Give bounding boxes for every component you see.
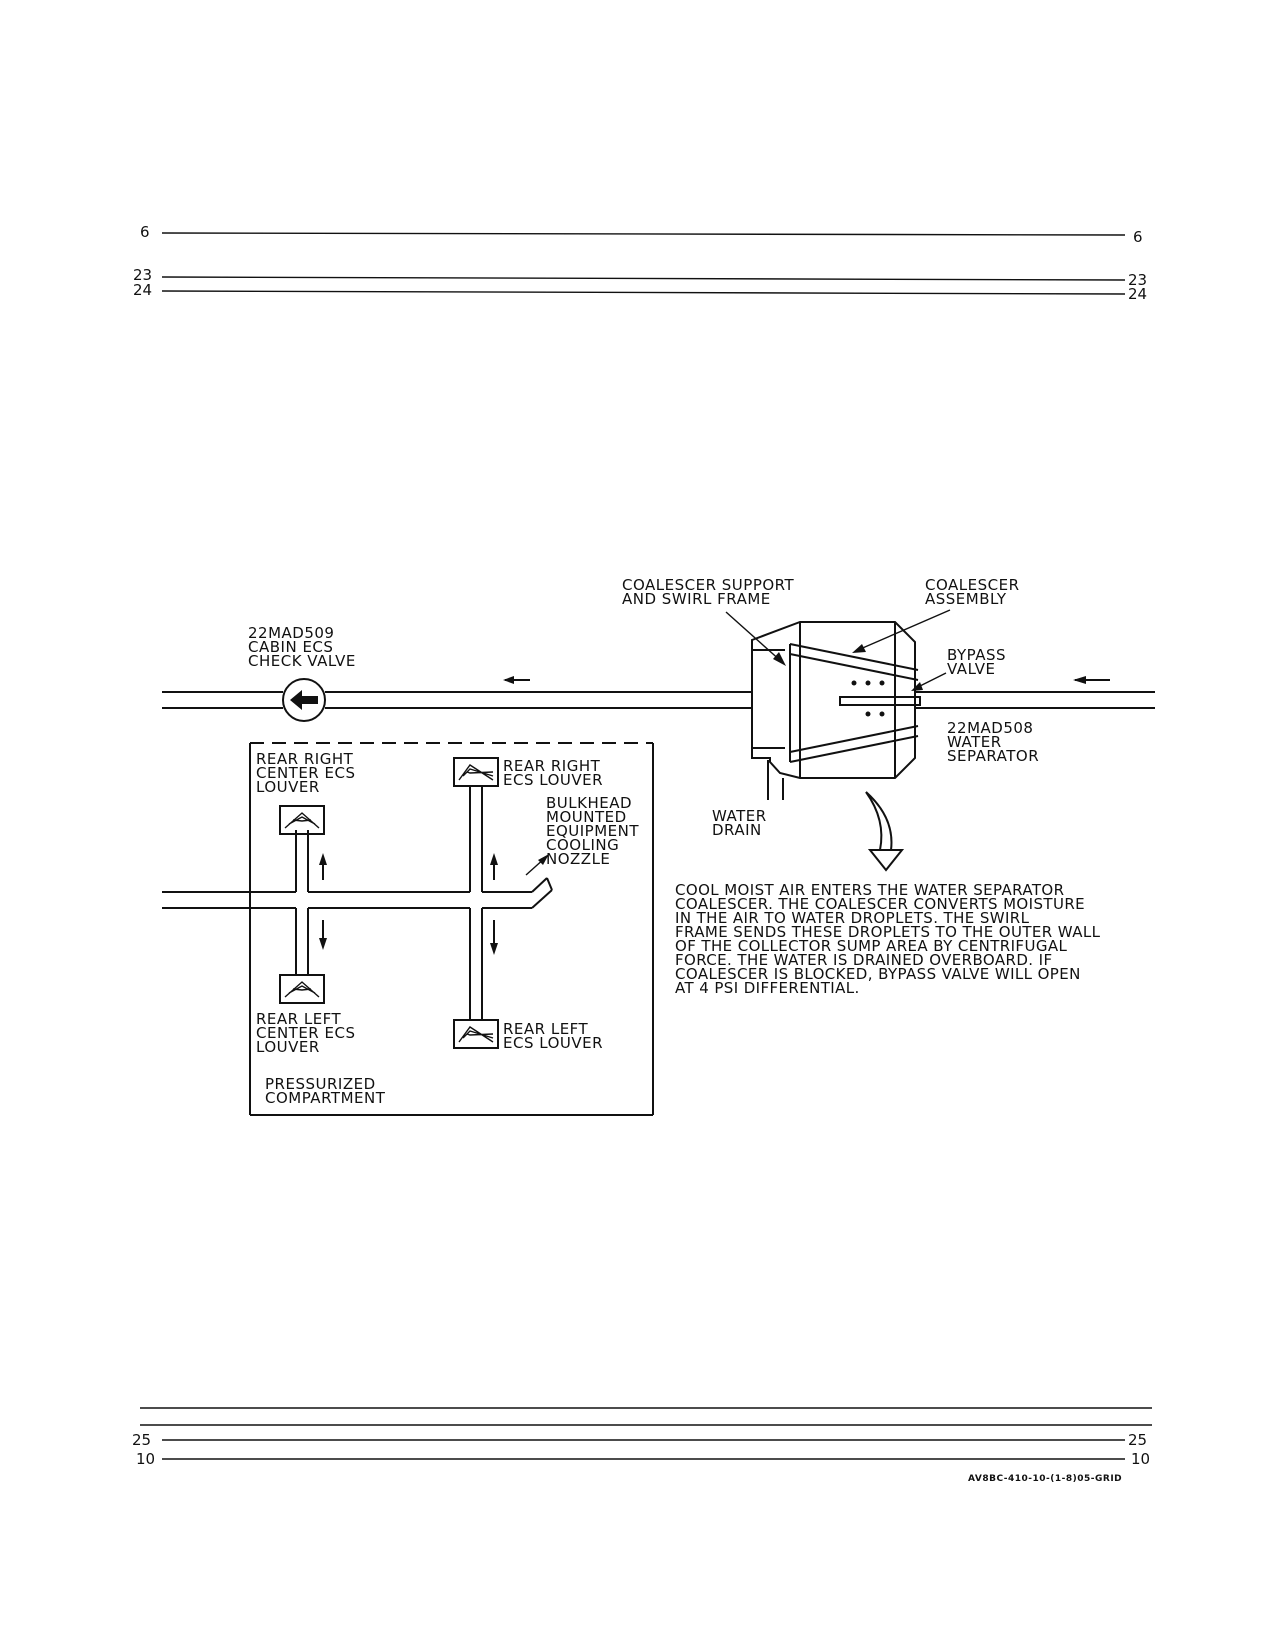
outer-louver-duct	[469, 786, 483, 1020]
rear-left-label: REAR LEFT ECS LOUVER	[503, 1020, 603, 1052]
rear-left-center-label-line-3: LOUVER	[256, 1038, 320, 1056]
coalescer-support-label-line-1: COALESCER SUPPORT	[622, 576, 795, 594]
rear-left-label-line-2: ECS LOUVER	[503, 1034, 603, 1052]
check-valve-label-line-3: CHECK VALVE	[248, 652, 356, 670]
bulkhead-label-line-3: EQUIPMENT	[546, 822, 639, 840]
coalescer-support-label: COALESCER SUPPORT AND SWIRL FRAME	[622, 576, 795, 608]
louver-rear-right-center	[279, 805, 325, 835]
grid-label-bottom-right-25: 25	[1128, 1431, 1147, 1449]
bypass-valve-label-line-1: BYPASS	[947, 646, 1006, 664]
grid-label-top-left-24: 24	[133, 281, 152, 299]
rear-left-center-label-line-1: REAR LEFT	[256, 1010, 342, 1028]
water-separator-label-line-3: SEPARATOR	[947, 747, 1039, 765]
pressurized-compartment-border	[249, 742, 654, 1116]
water-separator	[751, 621, 921, 800]
water-separator-label-line-1: 22MAD508	[947, 719, 1033, 737]
rear-right-center-label-line-3: LOUVER	[256, 778, 320, 796]
coalescer-support-label-line-2: AND SWIRL FRAME	[622, 590, 771, 608]
bypass-valve-label-line-2: VALVE	[947, 660, 996, 678]
water-drain-label-line-2: DRAIN	[712, 821, 762, 839]
water-separator-label: 22MAD508 WATER SEPARATOR	[947, 719, 1039, 765]
bulkhead-label-line-5: NOZZLE	[546, 850, 610, 868]
flow-arrows-vertical	[319, 853, 498, 955]
grid-label-top-right-24: 24	[1128, 285, 1147, 303]
bottom-grid-lines: 25 10 25 10 AV8BC-410-10-(1-8)05-GRID	[132, 1407, 1152, 1484]
rear-right-center-label: REAR RIGHT CENTER ECS LOUVER	[256, 750, 355, 796]
rear-right-label: REAR RIGHT ECS LOUVER	[503, 757, 603, 789]
grid-label-bottom-left-25: 25	[132, 1431, 151, 1449]
grid-label-top-left-6: 6	[140, 223, 150, 241]
rear-right-label-line-1: REAR RIGHT	[503, 757, 601, 775]
check-valve-symbol	[282, 678, 326, 722]
grid-label-bottom-right-10: 10	[1131, 1450, 1150, 1468]
duct-flow-arrow-right	[1073, 676, 1110, 684]
louver-rear-left	[453, 1019, 499, 1049]
bulkhead-nozzle-label: BULKHEAD MOUNTED EQUIPMENT COOLING NOZZL…	[546, 794, 639, 868]
bulkhead-label-line-2: MOUNTED	[546, 808, 627, 826]
louver-rear-left-center	[279, 974, 325, 1004]
description-line-4: FRAME SENDS THESE DROPLETS TO THE OUTER …	[675, 923, 1101, 941]
description-line-2: COALESCER. THE COALESCER CONVERTS MOISTU…	[675, 895, 1085, 913]
description-line-5: OF THE COLLECTOR SUMP AREA BY CENTRIFUGA…	[675, 937, 1068, 955]
pressurized-label-line-2: COMPARTMENT	[265, 1089, 386, 1107]
coalescer-assembly-label: COALESCER ASSEMBLY	[925, 576, 1020, 608]
top-grid-lines: 6 23 24 6 23 24	[133, 223, 1147, 303]
water-separator-label-line-2: WATER	[947, 733, 1002, 751]
bypass-valve-label: BYPASS VALVE	[947, 646, 1006, 678]
check-valve-label: 22MAD509 CABIN ECS CHECK VALVE	[248, 624, 356, 670]
water-drain-label-line-1: WATER	[712, 807, 767, 825]
description-line-8: AT 4 PSI DIFFERENTIAL.	[675, 979, 860, 997]
duct-flow-arrow-left	[503, 676, 530, 684]
description-text: COOL MOIST AIR ENTERS THE WATER SEPARATO…	[675, 881, 1101, 997]
grid-label-top-right-23: 23	[1128, 271, 1147, 289]
coalescer-assembly-label-line-1: COALESCER	[925, 576, 1020, 594]
rear-right-label-line-2: ECS LOUVER	[503, 771, 603, 789]
check-valve-label-line-2: CABIN ECS	[248, 638, 333, 656]
description-line-7: COALESCER IS BLOCKED, BYPASS VALVE WILL …	[675, 965, 1081, 983]
rear-left-label-line-1: REAR LEFT	[503, 1020, 589, 1038]
check-valve-label-line-1: 22MAD509	[248, 624, 334, 642]
coalescer-assembly-label-line-2: ASSEMBLY	[925, 590, 1007, 608]
pressurized-compartment-label: PRESSURIZED COMPARTMENT	[265, 1075, 386, 1107]
main-duct	[162, 691, 1155, 709]
pressurized-label-line-1: PRESSURIZED	[265, 1075, 376, 1093]
grid-label-bottom-left-10: 10	[136, 1450, 155, 1468]
separator-leader-lines	[725, 609, 951, 691]
rear-left-center-label: REAR LEFT CENTER ECS LOUVER	[256, 1010, 355, 1056]
description-line-1: COOL MOIST AIR ENTERS THE WATER SEPARATO…	[675, 881, 1064, 899]
nozzle-leader	[525, 854, 549, 876]
grid-label-top-left-23: 23	[133, 266, 152, 284]
louver-rear-right	[453, 757, 499, 787]
grid-label-top-right-6: 6	[1133, 228, 1143, 246]
branch-duct	[162, 877, 553, 909]
figure-code: AV8BC-410-10-(1-8)05-GRID	[968, 1474, 1122, 1484]
water-drain-label: WATER DRAIN	[712, 807, 767, 839]
center-louver-duct	[295, 830, 309, 975]
description-line-3: IN THE AIR TO WATER DROPLETS. THE SWIRL	[675, 909, 1030, 927]
description-line-6: FORCE. THE WATER IS DRAINED OVERBOARD. I…	[675, 951, 1053, 969]
bulkhead-label-line-1: BULKHEAD	[546, 794, 632, 812]
rear-left-center-label-line-2: CENTER ECS	[256, 1024, 355, 1042]
callout-arrow	[865, 791, 905, 872]
rear-right-center-label-line-2: CENTER ECS	[256, 764, 355, 782]
bulkhead-label-line-4: COOLING	[546, 836, 619, 854]
rear-right-center-label-line-1: REAR RIGHT	[256, 750, 354, 768]
